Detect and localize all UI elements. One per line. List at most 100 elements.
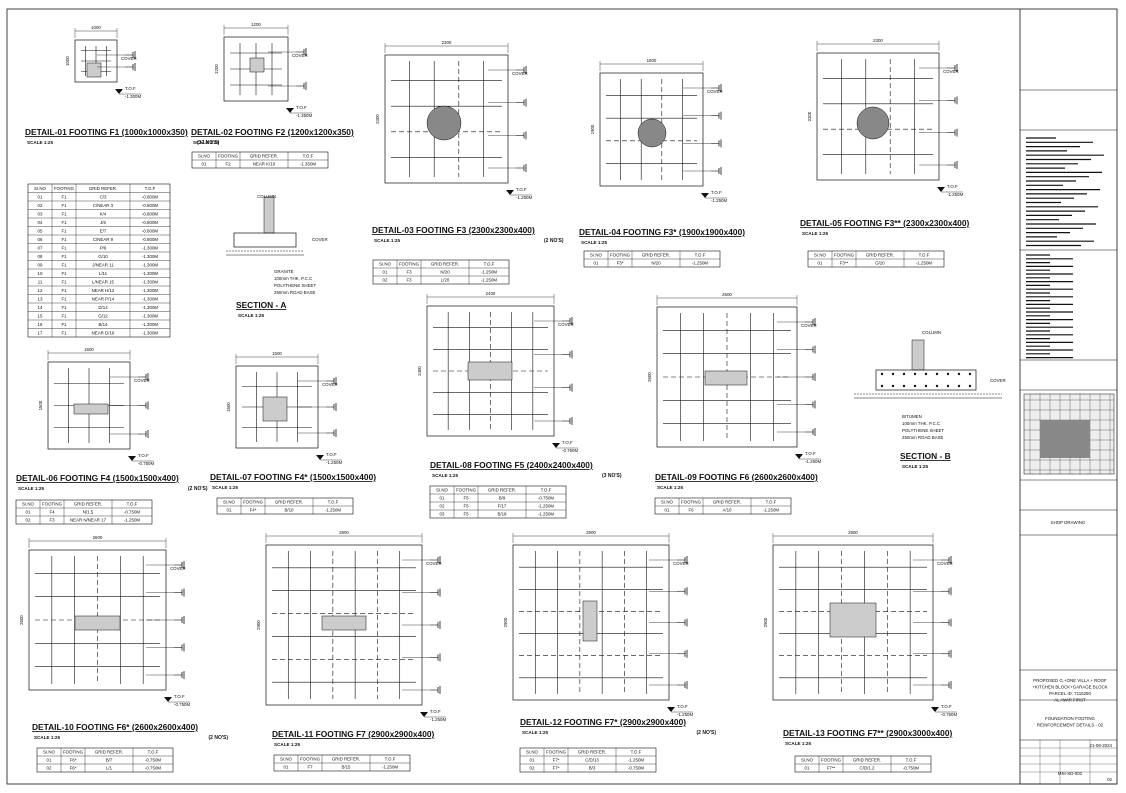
detail-scale: SCALE 1:25 [802, 231, 828, 236]
detail-scale: SCALE 1:25 [274, 742, 300, 747]
rebar-callout [711, 167, 722, 175]
table-header-cell: SI.NO [814, 253, 827, 258]
table-header-cell: FOOTING [243, 500, 264, 505]
table-cell: -1.250M [692, 261, 708, 266]
detail-title: DETAIL-07 FOOTING F4* (1500x1500x400) [210, 472, 376, 482]
dimension-text: 1000 [91, 25, 101, 30]
rebar-callout [562, 317, 573, 325]
table-header-cell: T.O.F [484, 262, 495, 267]
rebar-callout [138, 373, 149, 381]
rebar-dot [924, 384, 928, 388]
table-cell: L/NEAR 15 [92, 280, 115, 285]
table-header-cell: T.O.F [127, 502, 138, 507]
table-cell: F1 [61, 314, 67, 319]
table-header-cell: SI.NO [223, 500, 236, 505]
table-cell: C/NEAR 9 [93, 237, 114, 242]
table-cell: 17 [38, 331, 43, 336]
dimension-text: 1500 [84, 347, 94, 352]
rebar-callout [677, 649, 688, 658]
table-cell: N/20 [440, 270, 450, 275]
rebar-callout [296, 48, 307, 56]
table-cell: 02 [47, 766, 52, 771]
table-cell: B/9 [499, 496, 506, 501]
table-cell: -1.250M [382, 765, 398, 770]
table-header-cell: SI.NO [661, 500, 674, 505]
table-cell: 02 [38, 203, 43, 208]
detail-scale: SCALE 1:25 [785, 741, 811, 746]
dimension-text-vertical: 2600 [647, 372, 652, 382]
level-triangle [286, 108, 294, 113]
table-cell: E/7 [100, 229, 107, 234]
dimension-text-vertical: 2600 [19, 615, 24, 625]
table-cell: NEAR N/NEAR 17 [70, 518, 107, 523]
table-cell: -1.250M [481, 270, 497, 275]
table-cell: 08 [38, 254, 43, 259]
tof-label: T.O.F [174, 694, 185, 699]
table-cell: F6* [70, 758, 77, 763]
tof-value: -1.250M [805, 459, 821, 464]
table-header-cell: FOOTING [834, 253, 855, 258]
drawing-title-line: FOUNDATION FOOTING [1045, 716, 1096, 721]
table-cell: 12 [38, 288, 43, 293]
tof-value: -1.300M [125, 94, 141, 99]
tof-marker: T.O.F-1.350M [286, 105, 312, 118]
dimension-text-vertical: 1500 [38, 400, 43, 410]
table-frame [519, 747, 657, 773]
rebar-dot [968, 384, 972, 388]
dimension-text-vertical: 1200 [214, 64, 219, 74]
table-header-cell: FOOTING [610, 253, 631, 258]
table-cell: F1 [61, 331, 67, 336]
dimension-text-vertical: 1000 [65, 56, 70, 66]
detail-scale: SCALE 1:25 [522, 730, 548, 735]
table-cell: F1 [61, 203, 67, 208]
layer-label: POLYTHENE SHEET [902, 428, 944, 433]
rebar-dot [946, 372, 950, 376]
tof-value: -1.250M [516, 195, 532, 200]
table-cell: -1.300M [142, 314, 158, 319]
cover-label: COVER [707, 89, 723, 94]
level-triangle [937, 187, 945, 192]
table-cell: G/20 [875, 261, 885, 266]
rebar-callout [947, 161, 958, 169]
rebar-callout [430, 653, 441, 662]
rebar-callout [516, 98, 527, 107]
detail-count-note: (2 NO'S) [544, 238, 564, 244]
table-cell: F5 [463, 512, 469, 517]
table-cell: -1.250M [916, 261, 932, 266]
table-header-cell: T.O.F [906, 758, 917, 763]
table-header-cell: GRID REFER. [332, 757, 360, 762]
rebar-callout [174, 643, 185, 652]
tof-marker: T.O.F-1.250M [316, 452, 342, 465]
drawing-status: SHOP DRAWING [1051, 520, 1086, 525]
rebar-callout [326, 429, 337, 437]
table-cell: 07 [38, 246, 43, 251]
rebar-callout [941, 587, 952, 596]
level-triangle [164, 697, 172, 702]
table-cell: A/10 [722, 508, 732, 513]
dimension-text: 2400 [486, 291, 496, 296]
table-cell: C/3 [100, 195, 107, 200]
table-cell: -1.300M [142, 280, 158, 285]
table-cell: L/11 [99, 271, 108, 276]
level-triangle [701, 193, 709, 198]
detail-title: DETAIL-01 FOOTING F1 (1000x1000x350) [25, 127, 188, 137]
table-cell: B/14 [98, 322, 108, 327]
rebar-dot [880, 384, 884, 388]
tof-value: -1.350M [296, 113, 312, 118]
tof-label: T.O.F [711, 190, 722, 195]
column-pedestal [73, 403, 109, 415]
table-cell: F1 [61, 280, 67, 285]
rebar-callout [430, 621, 441, 629]
table-cell: F1 [61, 305, 67, 310]
table-header-cell: SI.NO [34, 186, 47, 191]
table-cell: 13 [38, 297, 43, 302]
table-cell: -0.750M [145, 766, 161, 771]
table-header-cell: SI.NO [590, 253, 603, 258]
rebar-callout [947, 64, 958, 72]
table-header-cell: GRID REFER. [642, 253, 670, 258]
table-header-cell: SI.NO [43, 750, 56, 755]
table-header-cell: FOOTING [218, 154, 239, 159]
rebar-callout [125, 51, 136, 59]
